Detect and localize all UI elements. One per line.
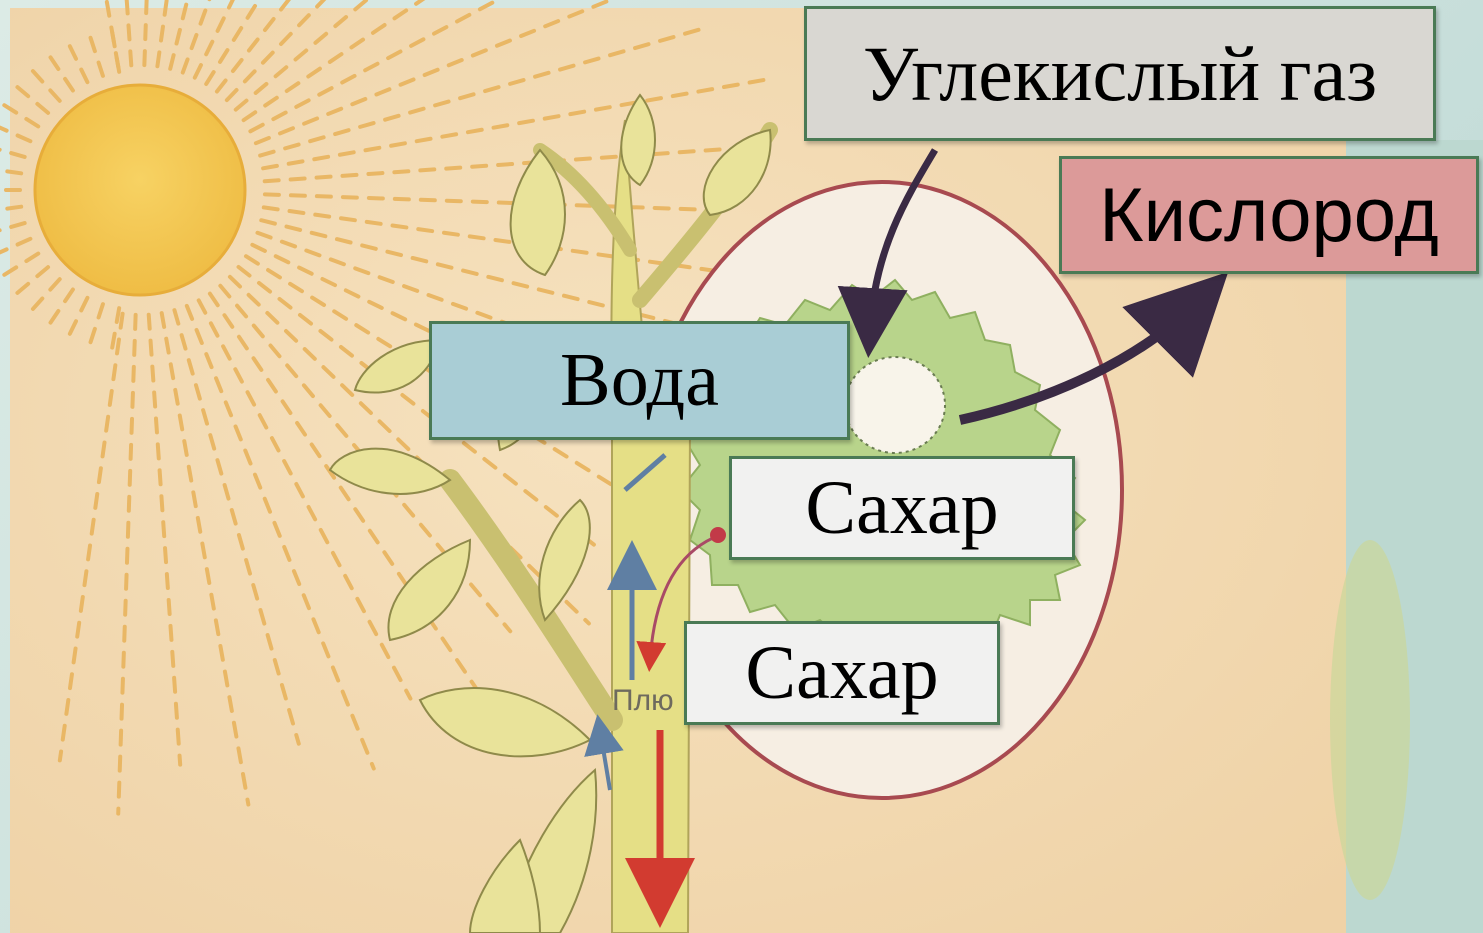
water-label: Вода [429,321,850,440]
stoma [845,357,945,453]
carbon-dioxide-label: Углекислый газ [804,6,1436,141]
stem-partial-label: Плю [612,684,674,718]
oxygen-label: Кислород [1059,156,1479,274]
sugar-leaf-label: Сахар [729,456,1075,560]
plant-stem [612,420,690,933]
sugar-dot [710,527,726,543]
sun-icon [35,85,245,295]
edge-foliage [1330,540,1410,900]
sugar-stem-label: Сахар [684,621,1000,725]
